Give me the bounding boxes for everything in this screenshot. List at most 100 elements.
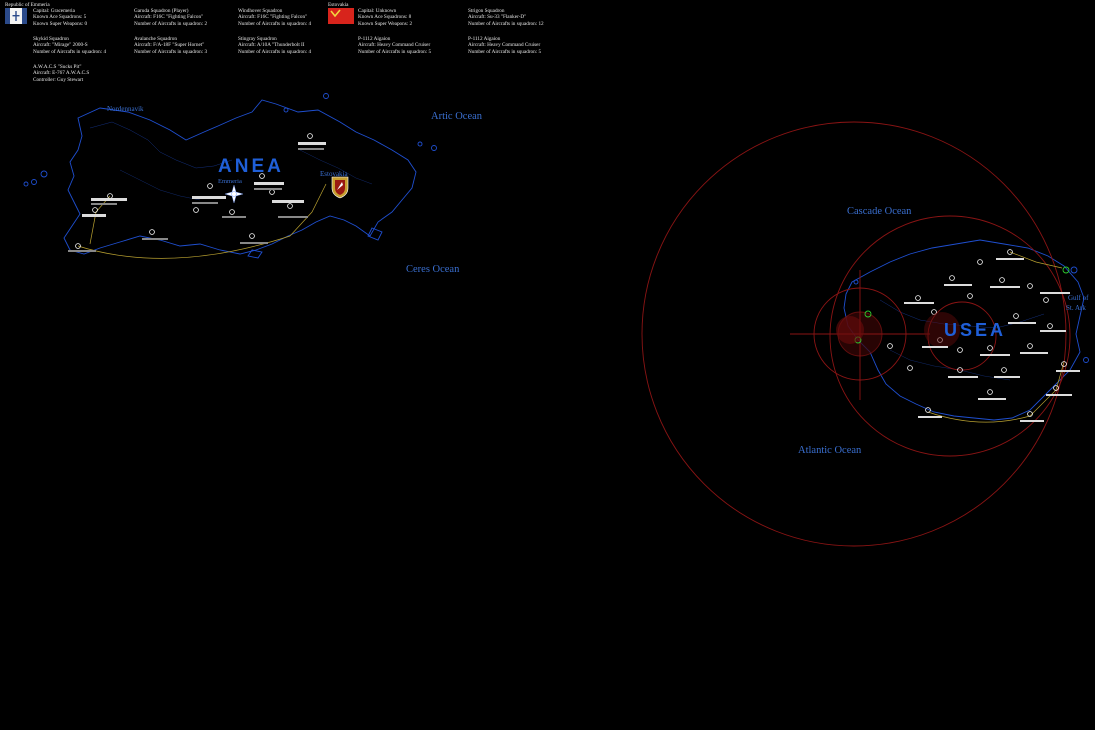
squadron-aircraft: Aircraft: Su-33 "Flanker-D" <box>468 14 527 21</box>
label-block <box>222 216 246 218</box>
location-node[interactable] <box>1001 367 1007 373</box>
label-block <box>192 196 226 199</box>
label-block <box>944 284 972 286</box>
anea-continent <box>23 93 437 259</box>
label-block <box>298 148 324 150</box>
label-block <box>278 216 308 218</box>
squadron-count: Number of Aircrafts in squadron: 3 <box>134 48 208 55</box>
location-node[interactable] <box>92 207 98 213</box>
squadron-aircraft: Aircraft: Heavy Command Cruiser <box>468 42 541 49</box>
squadron-count: Number of Aircrafts in squadron: 4 <box>33 48 107 55</box>
location-node[interactable] <box>249 233 255 239</box>
squadron-name: Garuda Squadron (Player) <box>134 8 189 14</box>
location-node[interactable] <box>949 275 955 281</box>
range-circle-medium <box>829 215 1071 457</box>
location-node[interactable] <box>1013 313 1019 319</box>
location-node[interactable] <box>967 293 973 299</box>
route-anea-east <box>289 183 327 237</box>
location-node[interactable] <box>75 243 81 249</box>
squadron-name: P-1112 Aigaion <box>468 36 501 42</box>
squadron-name: Stingray Squadron <box>238 36 277 42</box>
estovakia-superweapons: Known Super Weapons: 2 <box>358 20 413 27</box>
location-node[interactable] <box>259 173 265 179</box>
continent-label-anea: ANEA <box>218 156 284 177</box>
label-block <box>996 258 1024 260</box>
region-label-gulf: Gulf of <box>1068 294 1089 302</box>
label-block <box>978 398 1006 400</box>
location-node[interactable] <box>987 345 993 351</box>
location-node[interactable] <box>1027 343 1033 349</box>
awacs-name: A.W.A.C.S "Sucks Pit" <box>33 64 82 70</box>
location-node[interactable] <box>229 209 235 215</box>
location-node[interactable] <box>287 203 293 209</box>
location-node[interactable] <box>987 389 993 395</box>
route-usea-south <box>927 411 1031 423</box>
enemy-zone-fill <box>924 312 960 348</box>
windhover-squadron-info: Windhover Squadron Aircraft: F16C "Fight… <box>238 8 311 27</box>
squadron-count: Number of Aircrafts in squadron: 12 <box>468 20 544 27</box>
location-node[interactable] <box>193 207 199 213</box>
location-node[interactable] <box>957 347 963 353</box>
squadron-aircraft: Aircraft: F/A-18F "Super Hornet" <box>134 42 205 49</box>
location-node[interactable] <box>1007 249 1013 255</box>
location-node[interactable] <box>915 295 921 301</box>
stingray-squadron-info: Stingray Squadron Aircraft: A/10A "Thund… <box>238 36 311 55</box>
location-node[interactable] <box>1043 297 1049 303</box>
range-circle-large <box>641 121 1067 547</box>
squadron-name: P-1112 Aigaion <box>358 36 391 42</box>
ocean-label-cascade: Cascade Ocean <box>847 206 912 217</box>
anea-label-clusters <box>68 142 326 252</box>
squadron-count: Number of Aircrafts in squadron: 5 <box>468 48 542 55</box>
location-node[interactable] <box>1027 283 1033 289</box>
strigon-squadron-info: Strigon Squadron Aircraft: Su-33 "Flanke… <box>468 8 544 27</box>
estovakia-info: Capital: Unknown Known Ace Squadrons: 8 … <box>358 8 412 27</box>
label-block <box>1040 292 1070 294</box>
location-node[interactable] <box>207 183 213 189</box>
label-block <box>68 250 96 252</box>
location-node[interactable] <box>307 133 313 139</box>
location-node[interactable] <box>149 229 155 235</box>
label-block <box>994 376 1020 378</box>
label-block <box>904 302 934 304</box>
label-block <box>990 286 1020 288</box>
garuda-squadron-info: Garuda Squadron (Player) Aircraft: F16C … <box>134 8 207 27</box>
location-node[interactable] <box>1061 361 1067 367</box>
label-block <box>1056 370 1080 372</box>
squadron-aircraft: Aircraft: F16C "Fighting Falcon" <box>134 14 204 21</box>
label-block <box>254 182 284 185</box>
squadron-aircraft: Aircraft: F16C "Fighting Falcon" <box>238 14 308 21</box>
label-block <box>82 214 106 217</box>
ocean-label-ceres: Ceres Ocean <box>406 264 460 275</box>
location-node[interactable] <box>925 407 931 413</box>
friendly-marker[interactable] <box>1062 266 1070 274</box>
emmeria-capital: Capital: Gracemeria <box>33 8 75 14</box>
location-node[interactable] <box>999 277 1005 283</box>
compass-rose-icon <box>224 184 244 204</box>
label-block <box>240 242 268 244</box>
label-block <box>922 346 948 348</box>
location-node[interactable] <box>269 189 275 195</box>
aigaion-1-info: P-1112 Aigaion Aircraft: Heavy Command C… <box>358 36 431 55</box>
label-block <box>1008 322 1036 324</box>
label-block <box>918 416 942 418</box>
awacs-controller: Controller: Guy Stewart <box>33 76 84 83</box>
location-node[interactable] <box>1027 411 1033 417</box>
squadron-count: Number of Aircrafts in squadron: 4 <box>238 20 312 27</box>
usea-enemy-zone <box>836 312 960 348</box>
squadron-name: Skykid Squadron <box>33 36 69 42</box>
estovakia-faction-title: Estovakia <box>328 2 349 8</box>
location-node[interactable] <box>887 343 893 349</box>
location-node[interactable] <box>1053 385 1059 391</box>
location-node[interactable] <box>957 367 963 373</box>
label-block <box>192 202 218 204</box>
location-node[interactable] <box>977 259 983 265</box>
location-node[interactable] <box>907 365 913 371</box>
location-node[interactable] <box>1047 323 1053 329</box>
route-usea-north <box>1009 251 1063 269</box>
ocean-label-atlantic: Atlantic Ocean <box>798 445 862 456</box>
friendly-marker[interactable] <box>864 310 872 318</box>
estovakia-capital: Capital: Unknown <box>358 8 397 14</box>
emmeria-aces: Known Ace Squadrons: 5 <box>33 14 87 21</box>
region-label-emmeria: Emmeria <box>218 178 242 185</box>
